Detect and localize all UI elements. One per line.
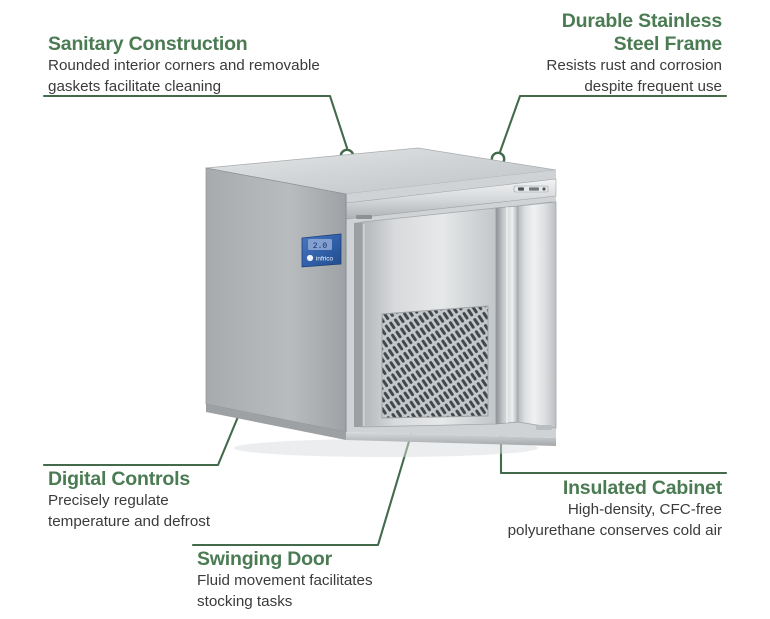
control-panel-brand-mark — [306, 254, 314, 262]
cabinet-base-front — [346, 432, 556, 446]
callout-description: Resists rust and corrosion despite frequ… — [546, 57, 722, 95]
cabinet-base-left — [206, 404, 346, 440]
callout-description: Rounded interior corners and removable g… — [48, 57, 320, 95]
control-panel-display-value: 2.0 — [313, 242, 328, 251]
callout-durable-stainless-steel-frame: Durable Stainless Steel Frame Resists ru… — [422, 10, 722, 97]
callout-title: Sanitary Construction — [48, 33, 248, 55]
callout-digital-controls: Digital Controls Precisely regulate temp… — [48, 468, 318, 532]
control-panel-display — [308, 239, 332, 250]
left-door-top-hinge — [356, 215, 372, 219]
ventilation-grille — [381, 305, 489, 419]
callout-title: Insulated Cabinet — [562, 477, 722, 499]
callout-swinging-door: Swinging Door Fluid movement facilitates… — [197, 548, 477, 612]
left-door-hinge-strip — [354, 222, 362, 427]
right-door-panel — [517, 201, 557, 429]
callout-insulated-cabinet: Insulated Cabinet High-density, CFC-free… — [432, 477, 723, 541]
callout-title: Swinging Door — [197, 548, 332, 570]
product-image: 2.0 infrico — [196, 146, 562, 466]
product-shadow — [234, 439, 538, 457]
cabinet-left-side — [205, 167, 347, 433]
callout-description: Fluid movement facilitates stocking task… — [197, 572, 373, 610]
leader-sanitary-construction — [42, 94, 349, 150]
callout-title: Digital Controls — [48, 468, 190, 490]
door-latch-hardware — [513, 185, 549, 193]
callout-sanitary-construction: Sanitary Construction Rounded interior c… — [48, 33, 378, 97]
cabinet-foot-detail — [536, 425, 552, 430]
leader-stainless-frame — [498, 94, 728, 154]
callout-description: High-density, CFC-free polyurethane cons… — [507, 501, 722, 539]
callout-description: Precisely regulate temperature and defro… — [48, 492, 211, 530]
callout-title: Durable Stainless Steel Frame — [561, 10, 722, 55]
control-panel-brand-label: infrico — [316, 256, 333, 263]
control-panel: 2.0 infrico — [301, 233, 342, 268]
